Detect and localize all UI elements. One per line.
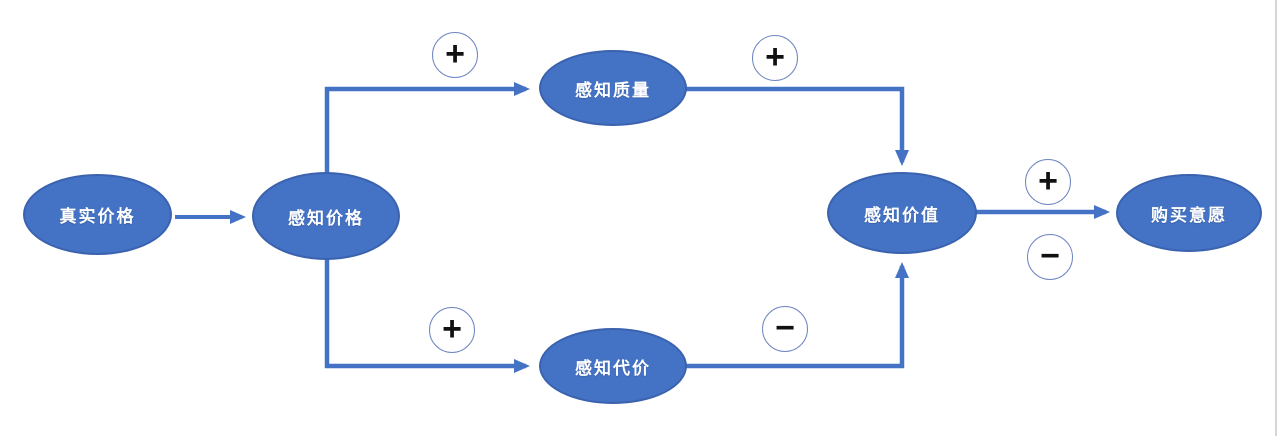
node-perceived-quality-label: 感知质量 (575, 80, 651, 100)
edge-perceived-cost-to-perceived-value (685, 262, 909, 369)
edge-perceived-price-to-perceived-quality (324, 82, 530, 174)
sign-cost-to-value-negative: − (762, 306, 808, 352)
node-perceived-quality: 感知质量 (539, 50, 687, 126)
sign-value-to-intention-negative: − (1027, 234, 1073, 280)
node-purchase-intention-label: 购买意愿 (1151, 205, 1227, 225)
node-perceived-value-label: 感知价值 (864, 205, 940, 225)
node-perceived-price-label: 感知价格 (288, 208, 364, 228)
right-edge-artifact-line (1275, 0, 1277, 436)
sign-value-to-intention-positive: + (1025, 159, 1071, 205)
node-perceived-cost: 感知代价 (539, 328, 687, 404)
node-purchase-intention: 购买意愿 (1116, 174, 1262, 252)
edge-perceived-quality-to-perceived-value (685, 86, 909, 166)
node-perceived-cost-label: 感知代价 (575, 358, 651, 378)
sign-quality-to-value-positive: + (752, 35, 798, 81)
node-perceived-value: 感知价值 (827, 172, 977, 254)
sign-price-to-quality-positive: + (432, 32, 478, 78)
node-perceived-price: 感知价格 (252, 172, 400, 260)
node-real-price-label: 真实价格 (59, 207, 136, 226)
edge-perceived-price-to-perceived-cost (324, 258, 530, 373)
sign-price-to-cost-positive: + (429, 307, 475, 353)
node-real-price: 真实价格 (23, 174, 172, 255)
